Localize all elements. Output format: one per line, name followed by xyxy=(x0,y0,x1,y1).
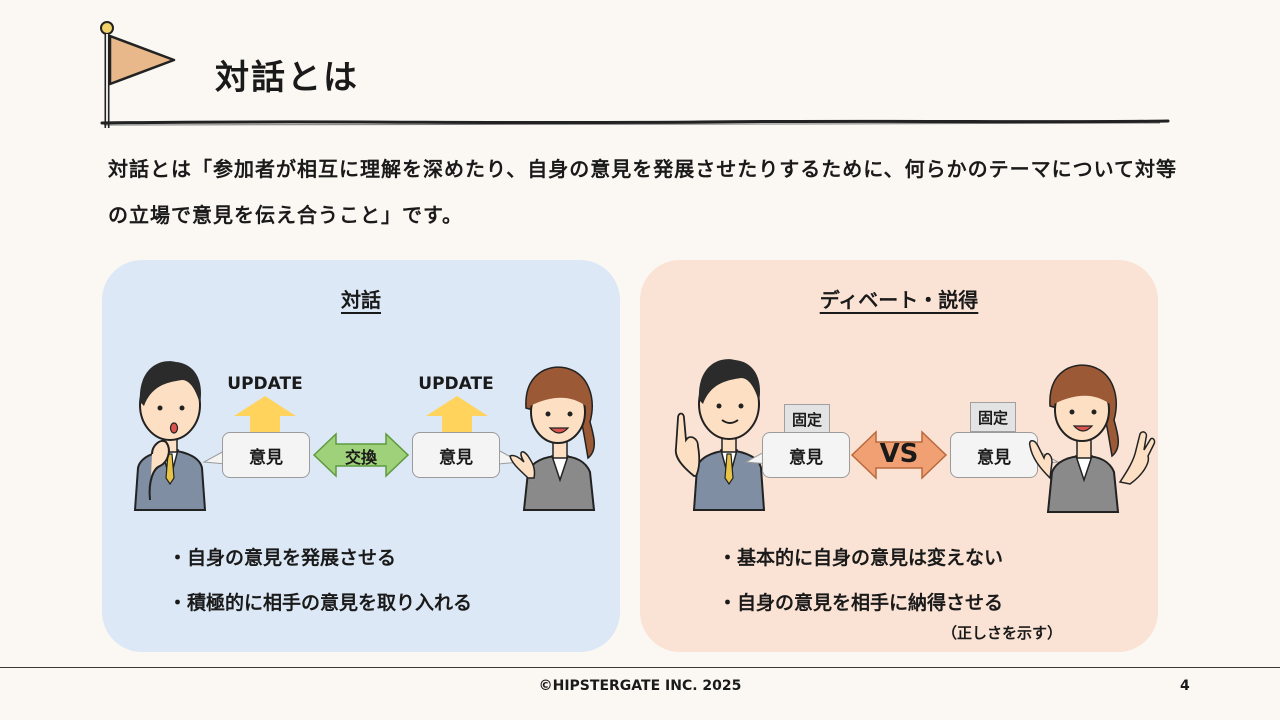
vs-label: VS xyxy=(879,439,919,469)
update-label-left: UPDATE xyxy=(227,374,303,394)
debate-bullet-list: ・基本的に自身の意見は変えない ・自身の意見を相手に納得させる xyxy=(718,536,1003,626)
update-label-right: UPDATE xyxy=(418,374,494,394)
exchange-arrow-icon xyxy=(312,432,410,478)
man-thinking-icon xyxy=(133,361,207,511)
footer-divider xyxy=(0,667,1280,668)
opinion-box-debate-left: 意見 xyxy=(762,432,850,478)
debate-note: （正しさを示す） xyxy=(942,624,1063,642)
dialog-heading: 対話 xyxy=(341,288,381,312)
flag-icon xyxy=(100,21,176,128)
woman-presenting-icon xyxy=(509,366,596,511)
speech-tail-left xyxy=(202,449,227,465)
woman-waving-icon xyxy=(1028,364,1156,513)
fixed-tag-left: 固定 xyxy=(784,404,830,434)
vs-arrow-icon xyxy=(850,430,948,480)
opinion-box-debate-right: 意見 xyxy=(950,432,1038,478)
dialog-bullet-2: ・積極的に相手の意見を取り入れる xyxy=(168,592,473,614)
intro-text: 対話とは「参加者が相互に理解を深めたり、自身の意見を発展させたりするために、何ら… xyxy=(108,157,1177,227)
title-underline xyxy=(100,119,1170,126)
update-arrow-right-icon xyxy=(426,396,488,434)
page-number: 4 xyxy=(1180,678,1190,694)
copyright-text: ©HIPSTERGATE INC. 2025 xyxy=(538,678,742,694)
man-pointing-icon xyxy=(674,359,766,511)
debate-panel: ディベート・説得 固定 固定 意見 意見 VS xyxy=(640,260,1158,652)
debate-bullet-2: ・自身の意見を相手に納得させる xyxy=(718,592,1004,614)
dialog-bullet-list: ・自身の意見を発展させる ・積極的に相手の意見を取り入れる xyxy=(168,536,472,626)
debate-bullet-1: ・基本的に自身の意見は変えない xyxy=(718,547,1004,569)
exchange-label: 交換 xyxy=(344,448,377,467)
update-arrow-left-icon xyxy=(234,396,296,434)
opinion-box-right: 意見 xyxy=(412,432,500,478)
dialog-bullet-1: ・自身の意見を発展させる xyxy=(168,547,397,569)
debate-heading: ディベート・説得 xyxy=(819,288,979,312)
fixed-tag-right: 固定 xyxy=(970,402,1016,432)
dialog-panel: 対話 UPDATE UPDATE 意見 意見 交換 xyxy=(102,260,620,652)
page-title: 対話とは xyxy=(215,58,359,98)
opinion-box-left: 意見 xyxy=(222,432,310,478)
